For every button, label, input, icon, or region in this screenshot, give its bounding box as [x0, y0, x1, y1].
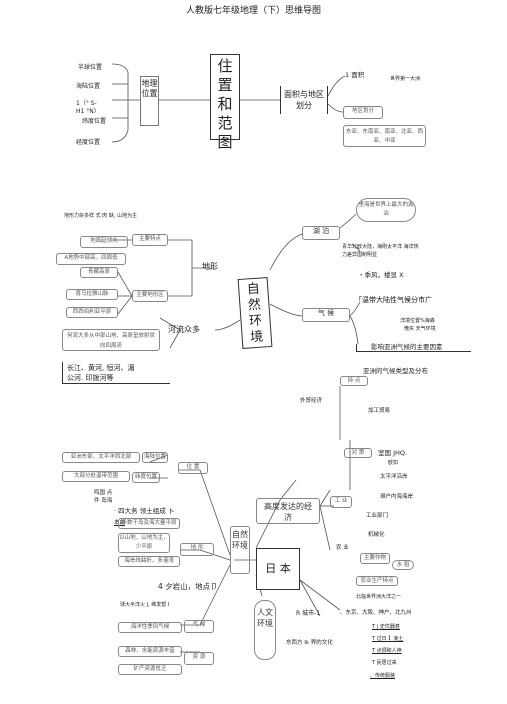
- river-list-2: 公河. 印拨河等: [67, 374, 114, 382]
- diwei-node: 地理位置: [140, 76, 159, 126]
- s3-res-node: 资 源: [184, 652, 214, 665]
- pos-item-3: 1（° S-: [76, 100, 97, 107]
- page-title: 人教版七年级地理（下）思维导图: [185, 6, 321, 16]
- econ-node: 高度发达的经济: [256, 498, 320, 524]
- area-box: 面积与地区划分: [280, 86, 328, 114]
- agr-n1: 北临世界洲大洋之一: [356, 594, 402, 600]
- pos-h3: 大部分处温带范围: [62, 471, 130, 482]
- ind-n2: 机械化: [368, 532, 385, 538]
- terrain-f2: A地势中部高，四周低: [56, 253, 126, 265]
- lake-cloud: 里海是世界上最大的湖泊: [356, 198, 416, 222]
- pos-h1: 亚洲东部、太平洋西北部: [62, 452, 140, 463]
- pos-text-1: 鸣国 点: [94, 490, 113, 496]
- s3-terrain-node: 地 形: [180, 543, 214, 556]
- culture-item-5: 、传统服装: [370, 673, 396, 679]
- climate-n3: 洋境位置%海森: [400, 318, 435, 324]
- econ-h1: 特 点: [340, 376, 368, 386]
- climate-n6: 亚洲的气候类型及分布: [363, 367, 428, 375]
- pos-item-4: H1 °N）: [76, 108, 100, 115]
- agr-h1: 主要作物: [360, 553, 390, 564]
- econ-n4: 太平洋沿岸: [380, 474, 408, 480]
- ind-node: 工 业: [330, 496, 352, 508]
- ind-n1: 工业部门: [366, 513, 389, 519]
- terrain-regions: 主要地形区: [132, 290, 168, 302]
- terrain-r2: 喜马拉雅山脉: [66, 289, 118, 300]
- s3-pos-node: 位 置: [178, 462, 208, 474]
- agr-node: 农 业: [336, 545, 349, 551]
- s3-climate-node: 气 候: [184, 620, 214, 633]
- econ-n1: 加工贸易: [368, 408, 391, 414]
- renwen-node: 人文环境: [254, 600, 276, 660]
- river-list-1: 长江、黄河, 恒河、湄: [67, 364, 135, 372]
- culture-item-2: T 过日 】浪土: [372, 636, 404, 642]
- river-node: 河流众多: [168, 325, 200, 334]
- climate-h1: 海洋性季风气候: [118, 622, 182, 633]
- econ-top: 外贸经济: [300, 398, 323, 404]
- ziran-node: 自然环境: [230, 526, 250, 574]
- climate-n2: 「温带大陆性气候分市广: [355, 296, 432, 304]
- terrain-h1: 多数干岛及海大量平原: [118, 518, 180, 529]
- climate-n4: 俺买 天气环境: [404, 326, 436, 332]
- econ-h2: 对 策: [344, 448, 372, 458]
- terrain-h2: 以山地、山地为主，少平原: [118, 533, 170, 553]
- lake-note-1: 青华北欧大陆，海刚太平洋 海洋热: [342, 244, 419, 250]
- pos-text-2: 件 岛海: [94, 498, 113, 504]
- pos-h4: 纬度位置: [132, 472, 160, 483]
- climate-n1: ・季风，楼显 X: [358, 271, 404, 279]
- pos-text-3: · 四大务 领土组成 卜: [114, 507, 175, 515]
- culture-item-3: T 点颁和人神: [372, 648, 402, 654]
- city-text: R 城市-1: [296, 610, 321, 617]
- econ-n3: 欧扣: [388, 460, 399, 466]
- climate-node: 气 候: [302, 308, 350, 322]
- terrain-r1: 青藏高原: [80, 267, 118, 278]
- s2-center-node: 自然环境: [237, 277, 273, 349]
- pos-item-5: 纬度位置: [82, 118, 107, 125]
- econ-n5: 濒户内海海岸: [380, 494, 414, 500]
- culture-item-4: T 民居过来: [372, 660, 397, 666]
- pos-item-6: 经度位置: [76, 139, 101, 146]
- pos-text-4: 本曲: [114, 520, 126, 526]
- culture-item-1: T | 史忧器甚: [372, 624, 400, 630]
- climate-text: 球大半洋火 J, 维发帮 I: [120, 602, 170, 608]
- river-list-box: 长江、黄河, 恒河、湄 公河. 印拨河等: [62, 362, 170, 384]
- city-list: 、东京、大阪、神户、北九州: [340, 610, 412, 616]
- res-h1: 森林、水能资源丰富: [118, 646, 182, 657]
- area-label: 1 面积: [345, 71, 365, 79]
- river-box: 何流大多从中部山地、高原呈放射状向四周流: [62, 329, 160, 351]
- lake-node: 湖 泊: [302, 226, 340, 240]
- econ-n2: 室国 JHQ.: [378, 449, 408, 457]
- lake-note-2: 力差异国制明显: [342, 252, 378, 258]
- climate-n5: 影响亚洲气候的主要因素: [356, 344, 471, 352]
- s3-center-node: 日 本: [256, 548, 300, 590]
- region-box: 地区划分: [343, 106, 383, 119]
- terrain-h3: 海岸线曲折，多港湾: [118, 556, 180, 567]
- terrain-f1: 地面起伏大: [80, 236, 128, 248]
- terrain-features: 主要特点: [132, 234, 168, 246]
- terrain-node: 地形: [202, 262, 218, 271]
- agr-h3: 农业生产特点: [356, 576, 398, 586]
- res-h2: 矿产资源贫乏: [118, 664, 182, 675]
- culture: 东西方 Ik 界的文化: [286, 640, 333, 646]
- agr-h2: 水 稻: [392, 560, 414, 570]
- terrain-note: 地形力杂多样 式 肉 缺, 山地为主: [64, 213, 137, 219]
- area-note: 世界第一大洲: [390, 76, 421, 82]
- terrain-r3: 西西伯利亚平原: [66, 307, 118, 318]
- pos-item-2: 海陆位置: [76, 83, 101, 90]
- region-list: 东亚、东南亚、南亚、北亚、西亚、中亚: [343, 125, 426, 147]
- pos-h2: 海陆位置: [142, 452, 168, 463]
- terrain-text: 4 夕岩山，地点卩: [158, 582, 218, 591]
- s1-center-node: 住置和范图: [210, 54, 240, 151]
- pos-item-1: 半球位置: [78, 64, 103, 71]
